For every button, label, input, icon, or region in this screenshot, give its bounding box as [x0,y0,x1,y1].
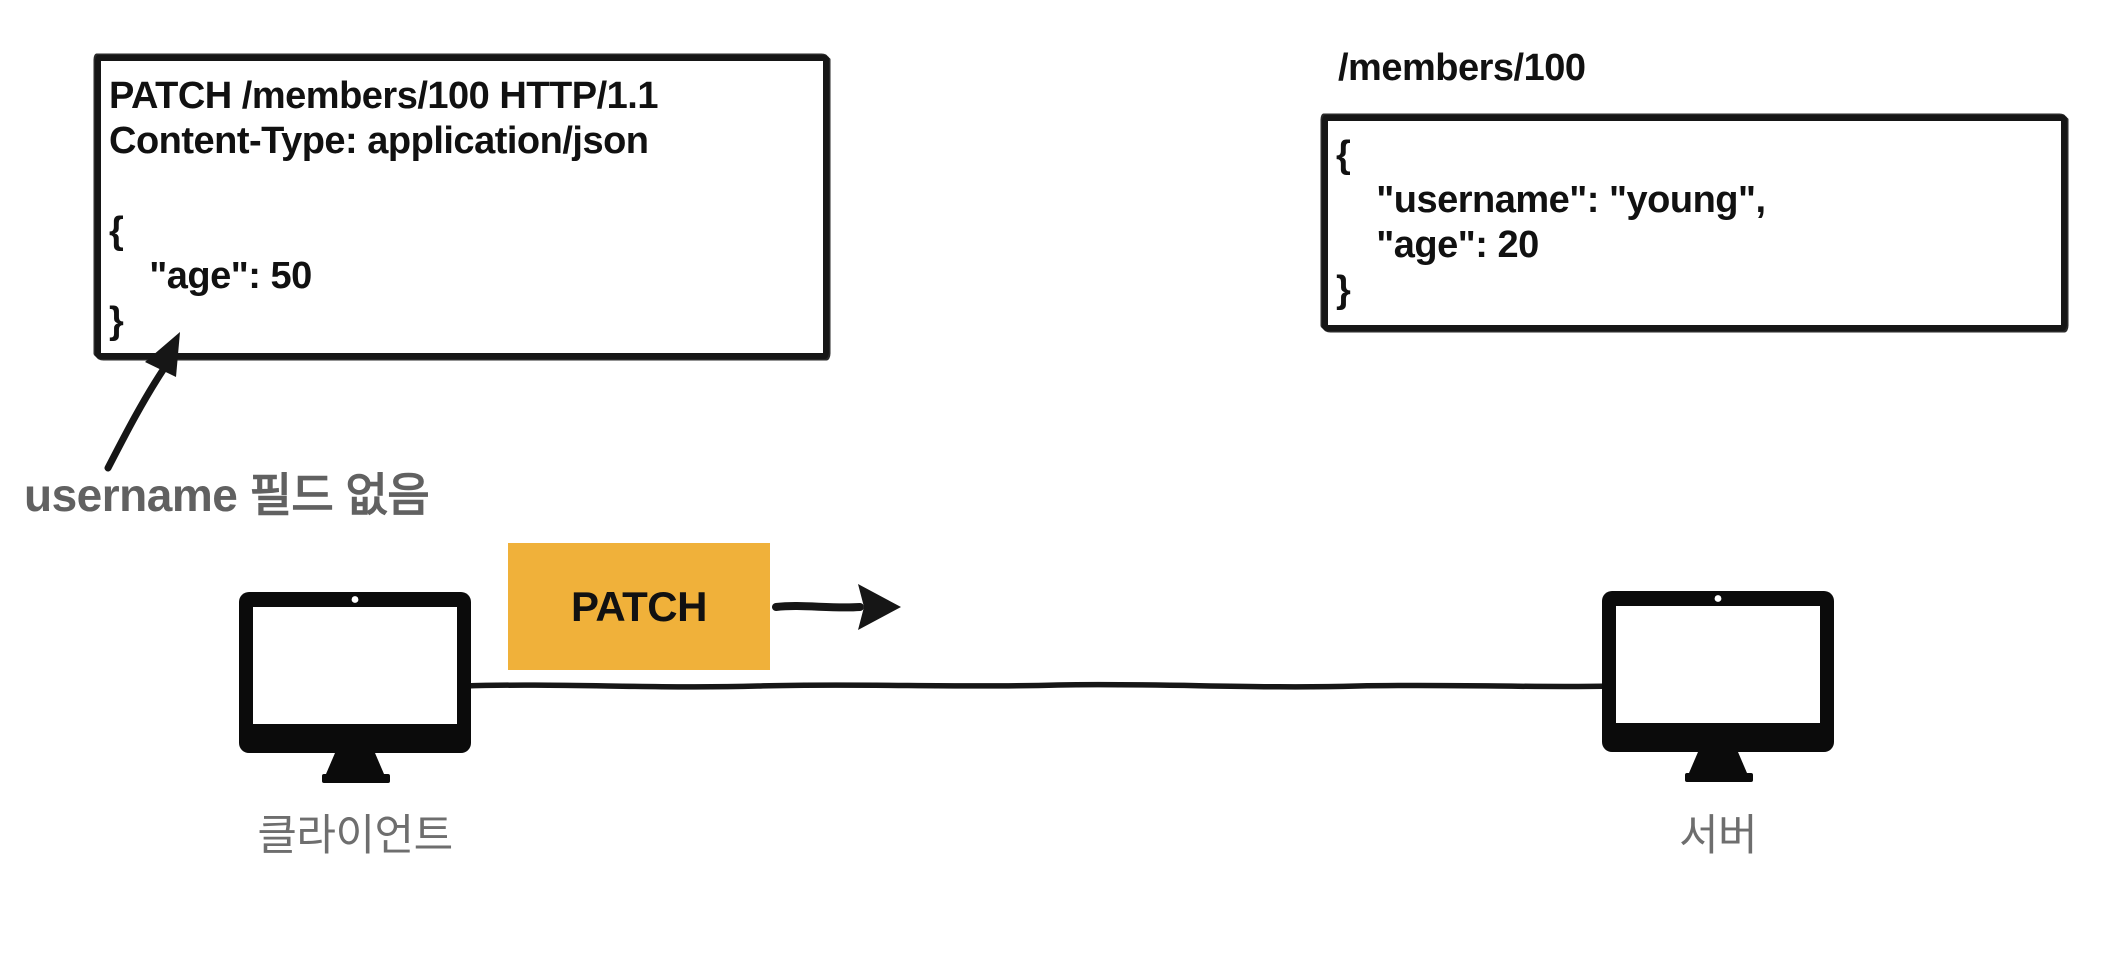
resource-path-title: /members/100 [1338,47,1586,89]
patch-method-badge: PATCH [508,543,770,670]
server-resource-box: { "username": "young", "age": 20 } [1322,115,2067,331]
client-computer-icon [239,592,471,783]
request-arrow-icon [772,584,901,630]
http-request-box: PATCH /members/100 HTTP/1.1 Content-Type… [95,55,829,359]
annotation-arrow-icon [104,332,180,472]
resource-line: } [1336,269,1351,311]
client-label: 클라이언트 [257,812,453,860]
request-line [109,164,813,209]
request-line: "age": 50 [109,255,312,297]
request-line: { [109,210,124,252]
request-line: Content-Type: application/json [109,120,649,162]
annotation-label: username 필드 없음 [24,469,430,521]
resource-line: { [1336,134,1351,176]
server-computer-icon [1602,591,1834,782]
resource-line: "username": "young", [1336,179,1766,221]
server-label: 서버 [1678,812,1758,860]
request-line: PATCH /members/100 HTTP/1.1 [109,75,658,117]
connection-line [461,681,1615,690]
request-line: } [109,300,124,342]
resource-line: "age": 20 [1336,224,1539,266]
